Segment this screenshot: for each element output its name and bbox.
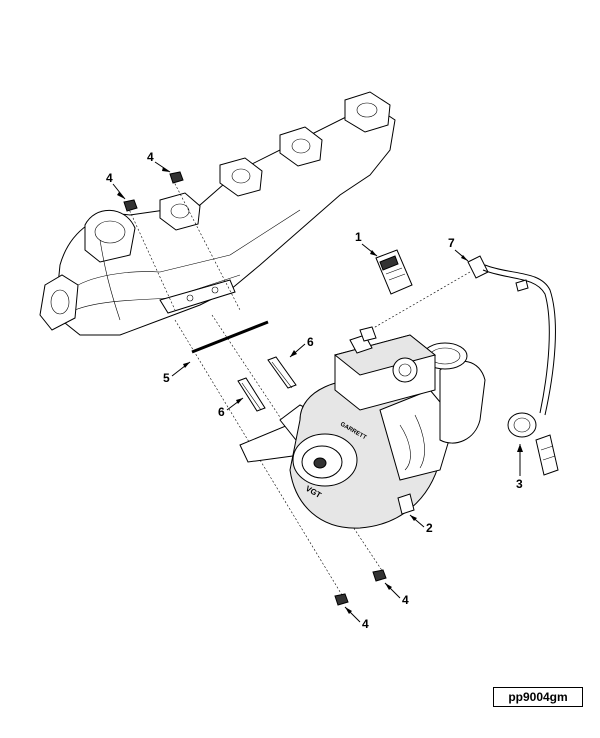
figure-id-box: pp9004gm: [493, 687, 583, 707]
callout-7-label: 7: [448, 236, 455, 250]
harness-connector: [535, 434, 559, 476]
callout-3-label: 3: [516, 477, 523, 491]
callout-4-bottom-right-label: 4: [402, 593, 409, 607]
callout-6-upper: 6: [289, 335, 314, 358]
callout-4-top-right-label: 4: [147, 150, 154, 164]
nut-top-right: [169, 171, 184, 184]
callout-6-lower-label: 6: [218, 405, 225, 419]
callout-4-bottom-left: 4: [344, 606, 369, 631]
callout-5-label: 5: [163, 371, 170, 385]
callout-4-bottom-right: 4: [384, 582, 409, 607]
callout-1-label: 1: [355, 230, 362, 244]
gasket: [191, 320, 269, 354]
nut-bottom-left: [334, 593, 349, 606]
callout-1: 1: [355, 230, 378, 257]
warning-label: [375, 249, 413, 295]
stud-upper: [267, 356, 297, 389]
turbocharger: GARRETT VGT: [239, 326, 486, 529]
callout-3: 3: [516, 444, 523, 491]
stud-lower: [237, 377, 266, 412]
callout-6-lower: 6: [218, 397, 244, 419]
callout-5: 5: [163, 361, 191, 385]
callout-4-bottom-left-label: 4: [362, 617, 369, 631]
exhaust-manifold: [39, 91, 396, 336]
nut-bottom-right: [372, 569, 387, 582]
callout-4-top-left-label: 4: [106, 171, 113, 185]
callout-6-upper-label: 6: [307, 335, 314, 349]
callout-7: 7: [448, 236, 469, 262]
nut-top-left: [123, 199, 138, 212]
callout-2-label: 2: [426, 521, 433, 535]
callout-4-top-right: 4: [147, 150, 171, 173]
callout-4-top-left: 4: [106, 171, 126, 200]
callout-2: 2: [409, 514, 433, 535]
wiring-harness: [467, 255, 556, 438]
